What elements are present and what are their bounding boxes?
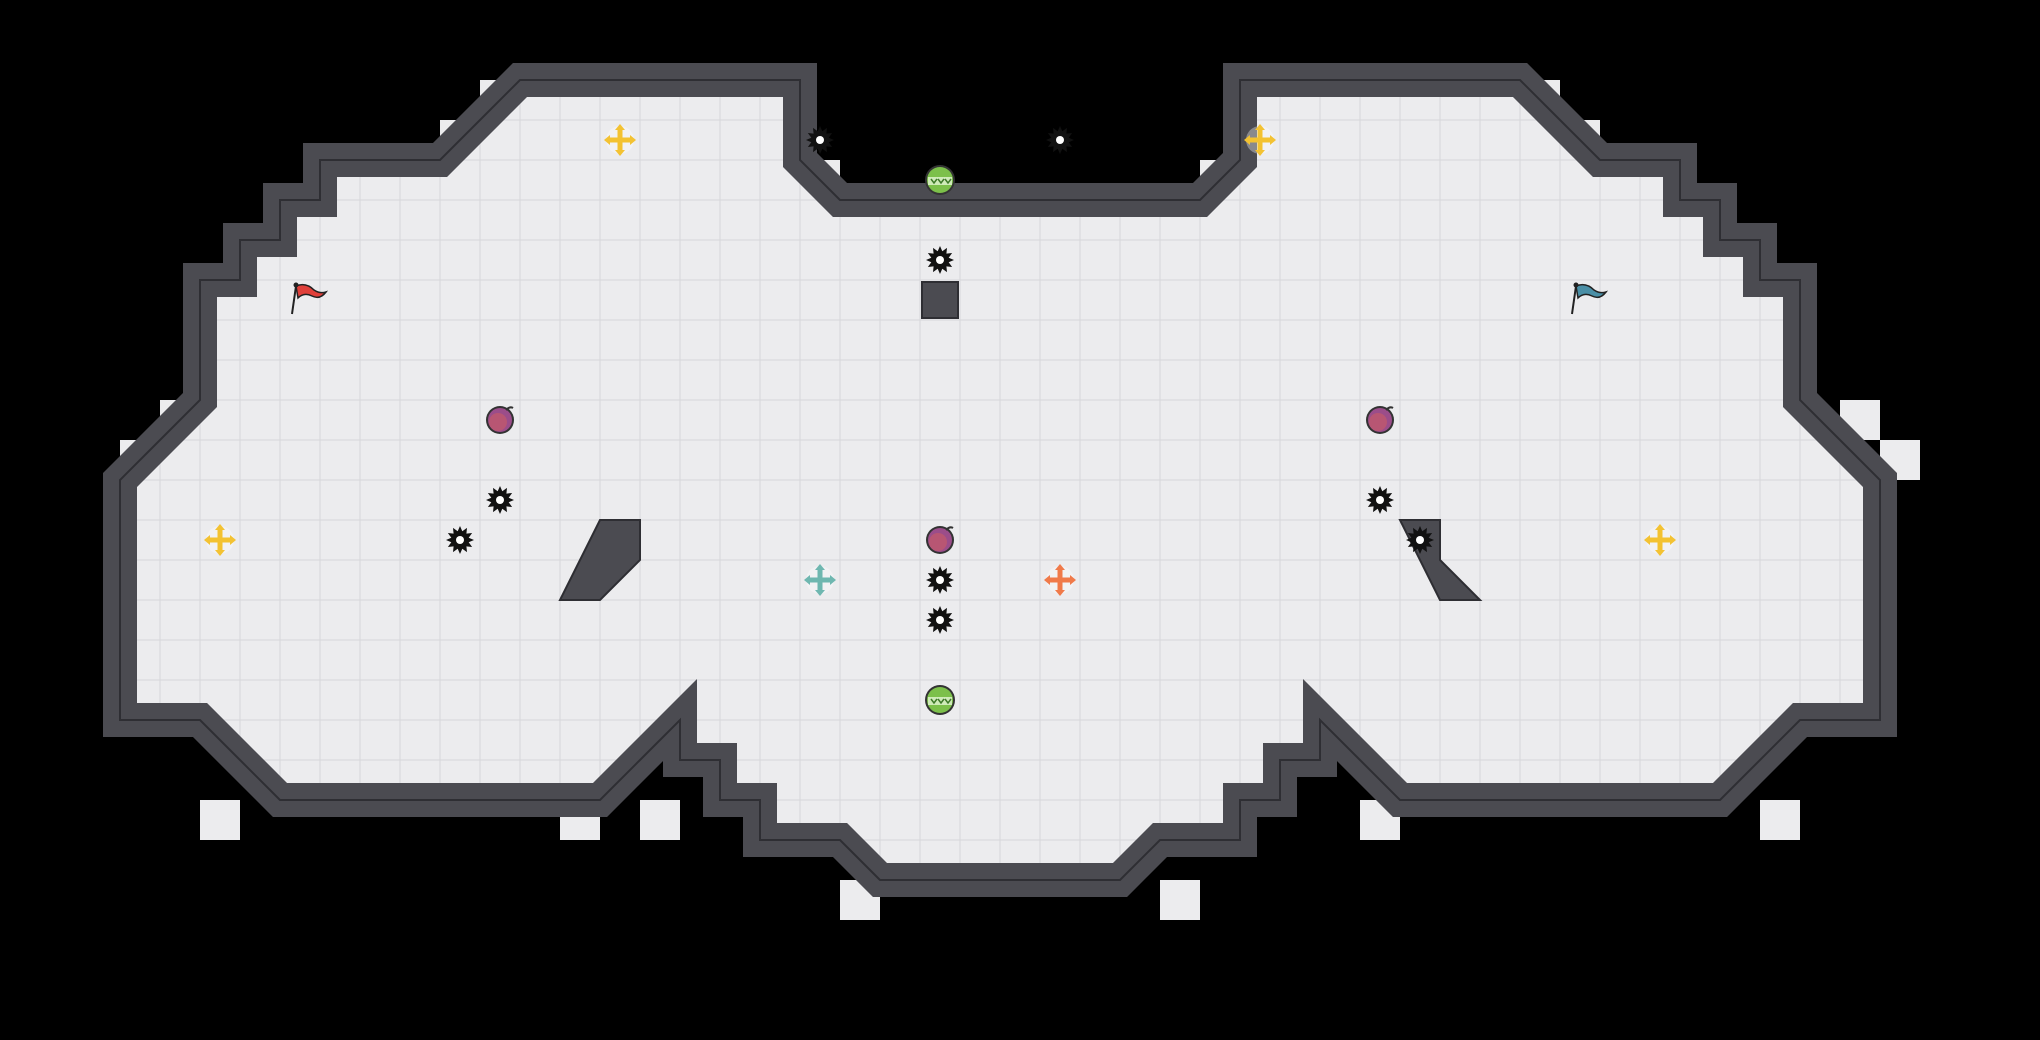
speed-pad-icon (925, 685, 955, 715)
outer-tile (200, 800, 240, 840)
spike-icon (1046, 126, 1074, 154)
orange-powerup-icon (1044, 564, 1076, 596)
yellow-powerup-icon (1244, 124, 1276, 156)
yellow-powerup-icon (604, 124, 636, 156)
outer-wall-edge (119, 79, 1881, 881)
spike-icon (926, 246, 954, 274)
spike-icon (486, 486, 514, 514)
bomb-icon (1366, 406, 1394, 434)
spike-icon (926, 566, 954, 594)
bomb-icon (486, 406, 514, 434)
outer-tile (1160, 880, 1200, 920)
yellow-powerup-icon (1644, 524, 1676, 556)
red-flag-icon (291, 282, 329, 315)
spike-icon (926, 606, 954, 634)
spike-icon (446, 526, 474, 554)
bomb-icon (926, 526, 954, 554)
speed-pad-icon (925, 165, 955, 195)
spike-icon (1366, 486, 1394, 514)
outer-tile (640, 800, 680, 840)
wall-block (921, 281, 959, 319)
inner-wall (558, 519, 641, 601)
yellow-powerup-icon (204, 524, 236, 556)
spike-icon (806, 126, 834, 154)
spike-icon (1406, 526, 1434, 554)
blue-flag-icon (1571, 282, 1609, 315)
outer-tile (1760, 800, 1800, 840)
teal-powerup-icon (804, 564, 836, 596)
entities (204, 124, 1676, 715)
